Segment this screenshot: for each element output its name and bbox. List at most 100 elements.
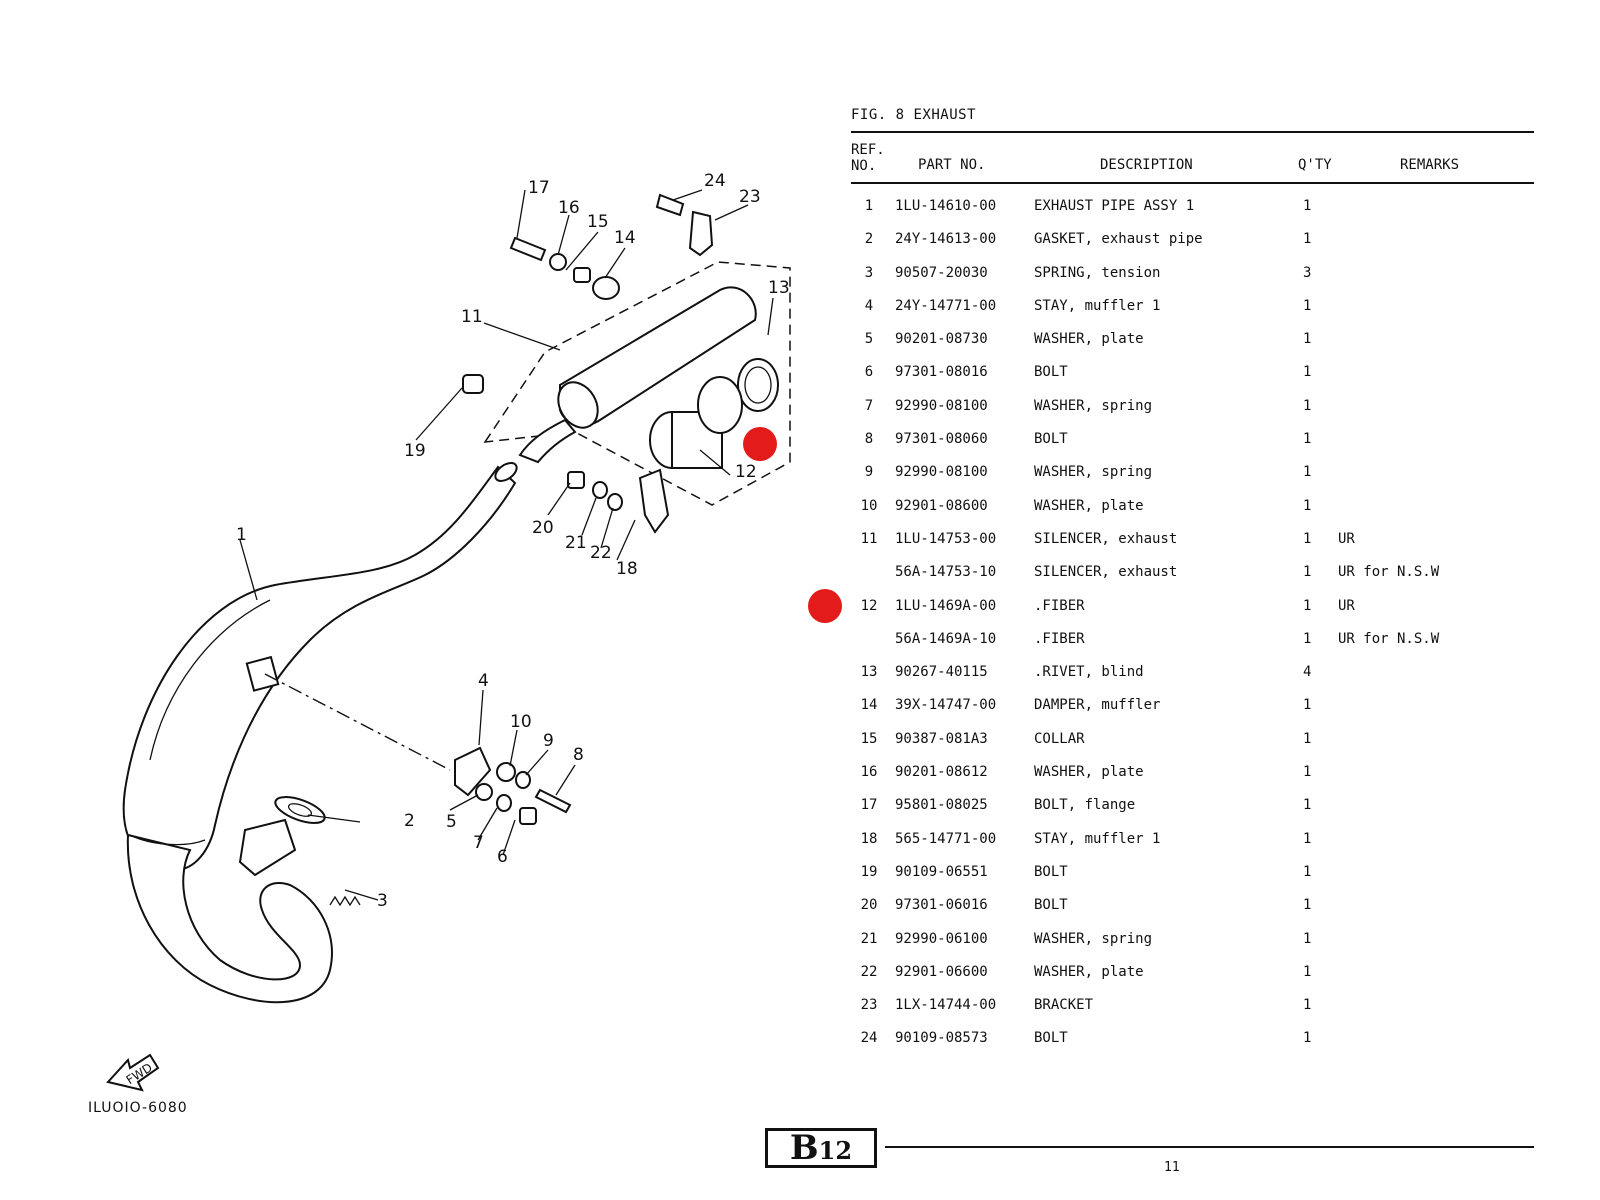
- end-cap-rim: [744, 366, 772, 404]
- column-header-ref-line1: REF.: [851, 142, 885, 158]
- gasket-hole: [287, 803, 313, 817]
- bolt-24: [655, 193, 685, 217]
- bolt-6: [519, 807, 537, 825]
- column-header-qty: Q'TY: [1298, 157, 1332, 173]
- callout-1: 1: [236, 525, 247, 545]
- description-cell: STAY, muffler 1: [1034, 830, 1161, 847]
- stay-4: [454, 746, 492, 797]
- column-header-description: DESCRIPTION: [1100, 157, 1193, 173]
- washer-plate-22: [607, 493, 623, 511]
- callout-7: 7: [473, 833, 484, 853]
- silencer-group-outline: [483, 261, 791, 506]
- callout-6: 6: [497, 847, 508, 867]
- column-header-part-no: PART NO.: [918, 157, 986, 173]
- qty-cell: 1: [1303, 863, 1312, 880]
- description-cell: WASHER, spring: [1034, 397, 1153, 414]
- qty-cell: 1: [1303, 497, 1312, 514]
- tension-spring: [329, 895, 361, 907]
- qty-cell: 1: [1303, 830, 1312, 847]
- part-no-cell: 1LX-14744-00: [895, 997, 997, 1014]
- ref-cell: 20: [860, 897, 878, 914]
- part-no-cell: 90387-081A3: [895, 730, 988, 747]
- pipe-highlight-line: [149, 599, 271, 761]
- qty-cell: 4: [1303, 664, 1312, 681]
- description-cell: WASHER, plate: [1034, 764, 1144, 781]
- highlight-marker-table: [808, 589, 842, 623]
- qty-cell: 1: [1303, 897, 1312, 914]
- qty-cell: 1: [1303, 564, 1312, 581]
- ref-cell: 24: [860, 1030, 878, 1047]
- part-no-cell: 92901-08600: [895, 497, 988, 514]
- callout-2: 2: [404, 811, 415, 831]
- part-no-cell: 97301-08016: [895, 364, 988, 381]
- description-cell: COLLAR: [1034, 730, 1085, 747]
- remarks-cell: UR for N.S.W: [1338, 564, 1440, 581]
- diagram-code: ILUOIO-6080: [88, 1100, 188, 1116]
- footer-rule: [885, 1146, 1534, 1148]
- callout-24: 24: [704, 171, 726, 191]
- callout-13: 13: [768, 278, 790, 298]
- qty-cell: 1: [1303, 963, 1312, 980]
- description-cell: SILENCER, exhaust: [1034, 564, 1178, 581]
- description-cell: BOLT: [1034, 431, 1068, 448]
- callout-18: 18: [616, 559, 638, 579]
- callout-22: 22: [590, 543, 612, 563]
- description-cell: BRACKET: [1034, 997, 1094, 1014]
- pipe-bracket-tab: [245, 655, 280, 692]
- header-rule-top: [851, 131, 1534, 133]
- column-header-ref-line2: NO.: [851, 158, 877, 174]
- pipe-flange: [238, 818, 297, 877]
- washer-plate-10: [496, 762, 516, 782]
- column-header-remarks: REMARKS: [1400, 157, 1460, 173]
- qty-cell: 1: [1303, 997, 1312, 1014]
- qty-cell: 1: [1303, 331, 1312, 348]
- qty-cell: 1: [1303, 730, 1312, 747]
- silencer-end-cap: [737, 358, 779, 412]
- part-no-cell: 1LU-14610-00: [895, 198, 997, 214]
- qty-cell: 1: [1303, 431, 1312, 448]
- part-no-cell: 92990-08100: [895, 464, 988, 481]
- description-cell: .FIBER: [1034, 597, 1085, 614]
- callout-10: 10: [510, 712, 532, 732]
- ref-cell: 2: [864, 231, 874, 248]
- callout-9: 9: [543, 731, 554, 751]
- column-header-ref: REF. NO.: [851, 142, 885, 174]
- fiber-packing-b: [697, 376, 743, 434]
- description-cell: SILENCER, exhaust: [1034, 530, 1178, 547]
- page-number: 11: [1164, 1160, 1180, 1175]
- callout-21: 21: [565, 533, 587, 553]
- ref-cell: 6: [864, 364, 874, 381]
- washer-plate-16: [549, 253, 567, 271]
- section-badge: B12: [765, 1128, 877, 1168]
- callout-23: 23: [739, 187, 761, 207]
- callout-5: 5: [446, 812, 457, 832]
- callout-8: 8: [573, 745, 584, 765]
- leader-lines: [239, 189, 774, 901]
- ref-cell: 10: [860, 497, 878, 514]
- callout-20: 20: [532, 518, 554, 538]
- ref-cell: 8: [864, 431, 874, 448]
- bracket: [688, 210, 714, 257]
- callout-19: 19: [404, 441, 426, 461]
- description-cell: BOLT, flange: [1034, 797, 1136, 814]
- description-cell: WASHER, spring: [1034, 930, 1153, 947]
- part-no-cell: 90201-08612: [895, 764, 988, 781]
- part-no-cell: 1LU-1469A-00: [895, 597, 997, 614]
- description-cell: WASHER, spring: [1034, 464, 1153, 481]
- qty-cell: 1: [1303, 364, 1312, 381]
- qty-cell: 1: [1303, 464, 1312, 481]
